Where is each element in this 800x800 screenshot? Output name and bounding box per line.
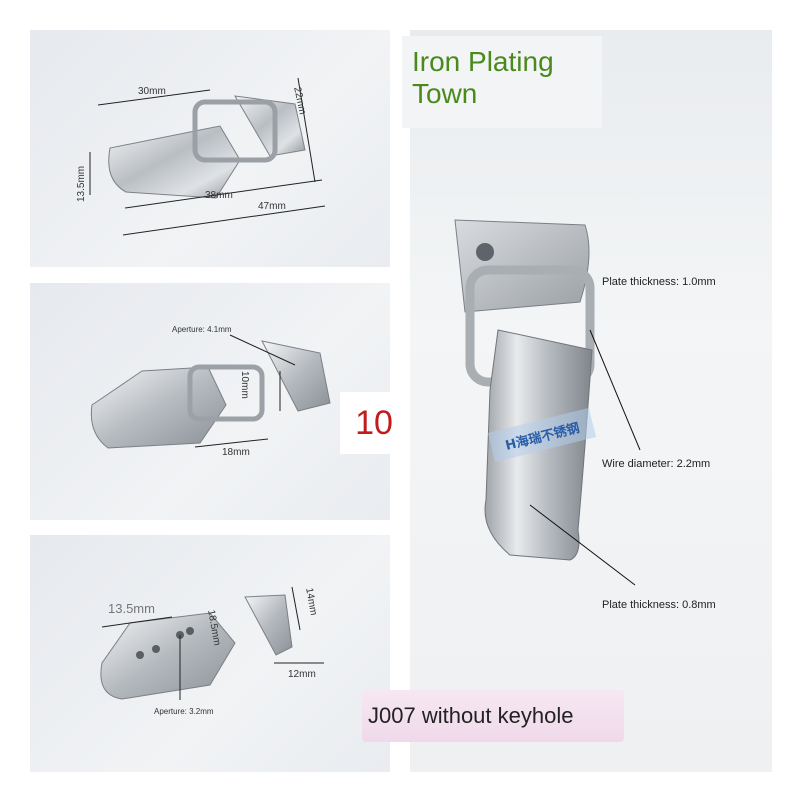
label-plate-thickness-top: Plate thickness: 1.0mm [602, 276, 716, 288]
product-photo-closeup: Plate thickness: 1.0mm Wire diameter: 2.… [410, 30, 772, 772]
dim-width-12: 12mm [288, 669, 316, 680]
quantity-label: 10 [340, 392, 408, 454]
latch-drawing-parts [90, 334, 331, 449]
latch-drawing-closeup [454, 219, 641, 586]
product-photo-dimensions-parts: Aperture: 4.1mm 10mm 18mm [30, 283, 390, 520]
label-wire-diameter: Wire diameter: 2.2mm [602, 458, 711, 470]
latch-drawing-holes [100, 586, 324, 700]
brand-label: Iron Plating Town [402, 36, 602, 128]
latch-drawing-overall [89, 77, 326, 236]
dim-height-13-5: 13.5mm [76, 165, 87, 202]
product-photo-dimensions-overall: 30mm 22mm 13.5mm 38mm 47mm [30, 30, 390, 267]
product-photo-dimensions-holes: 13.5mm 18.5mm 14mm 12mm Aperture: 3.2mm [30, 535, 390, 772]
brand-line-1: Iron Plating [412, 46, 554, 77]
dim-width-18: 18mm [222, 447, 250, 458]
brand-line-2: Town [412, 78, 478, 109]
dim-hole-spacing-13-5: 13.5mm [108, 601, 155, 616]
dim-height-10: 10mm [239, 371, 250, 399]
dim-length-38: 38mm [205, 190, 233, 201]
dim-aperture-3-2: Aperture: 3.2mm [154, 707, 214, 716]
label-plate-thickness-bottom: Plate thickness: 0.8mm [602, 599, 716, 611]
dim-aperture-4-1: Aperture: 4.1mm [172, 325, 232, 334]
variant-label: J007 without keyhole [362, 690, 624, 742]
dim-length-47: 47mm [258, 201, 286, 212]
dim-width-30: 30mm [138, 86, 166, 97]
